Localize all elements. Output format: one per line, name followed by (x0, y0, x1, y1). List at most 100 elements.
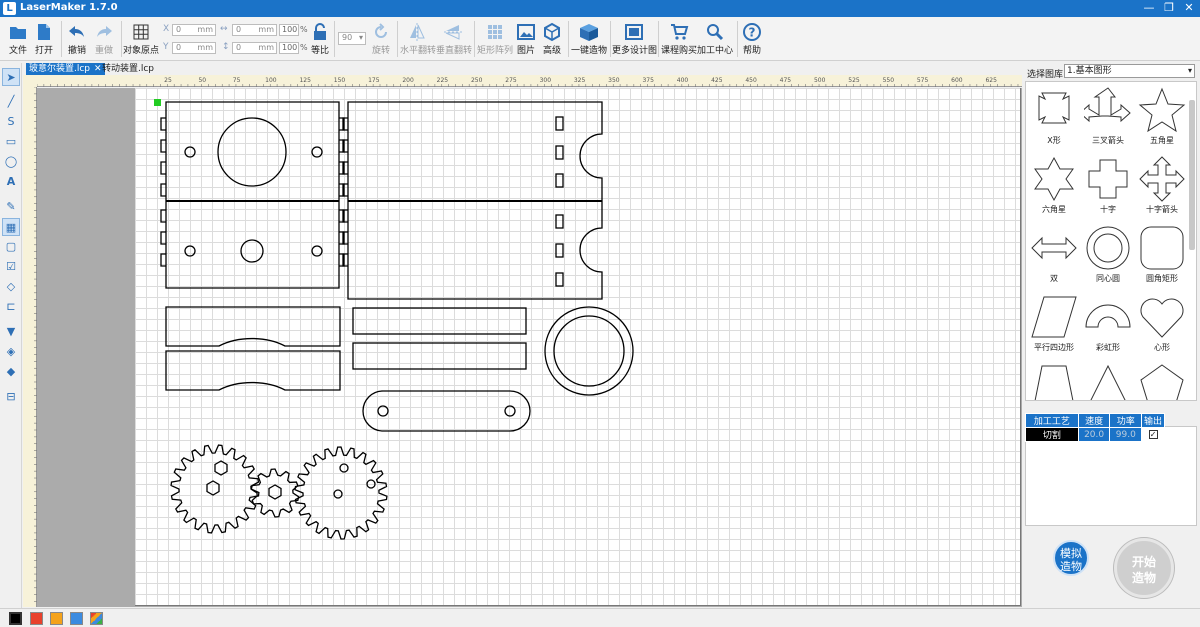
shape-trapezoid[interactable] (1029, 360, 1079, 400)
shape-concentric-circle[interactable]: 同心圆 (1083, 222, 1133, 288)
shape-cross[interactable]: 十字 (1083, 153, 1133, 219)
library-select[interactable]: 1.基本图形▾ (1064, 64, 1195, 78)
color-swatch-red[interactable] (30, 612, 43, 625)
comment-tool-icon[interactable]: ▼ (6, 325, 16, 338)
shape-cross-arrow[interactable]: 十字箭头 (1137, 153, 1187, 219)
text-tool-icon[interactable]: A (6, 175, 16, 188)
redo-button[interactable]: 重做 (91, 19, 117, 59)
shape-parallelogram[interactable]: 平行四边形 (1029, 291, 1079, 357)
ring-part[interactable] (544, 306, 634, 396)
speed-cell[interactable]: 20.0 (1077, 427, 1111, 442)
undo-button[interactable]: 撤销 (64, 19, 90, 59)
saddle-plate-bottom[interactable] (165, 350, 341, 391)
file-button[interactable]: 文件 (4, 19, 32, 59)
help-button[interactable]: ? 帮助 (740, 19, 764, 59)
pen-tool-icon[interactable]: ✎ (6, 200, 16, 213)
shield-tool-icon[interactable]: ◈ (6, 345, 16, 358)
link-part[interactable] (362, 390, 531, 432)
shape-rainbow[interactable]: 彩虹形 (1083, 291, 1133, 357)
line-tool-icon[interactable]: ╱ (7, 95, 15, 108)
shape-pentagon[interactable] (1137, 360, 1187, 400)
app-logo-icon: L (3, 2, 16, 15)
shape-rounded-rect[interactable]: 圆角矩形 (1137, 222, 1187, 288)
measure-tool-icon[interactable]: ⊏ (6, 300, 16, 313)
tab-close-icon[interactable]: ✕ (94, 64, 102, 74)
origin-marker (154, 99, 161, 106)
shape-x[interactable]: X形 (1029, 84, 1079, 150)
edit-tool-icon[interactable]: ☑ (6, 260, 16, 273)
gear-large-left[interactable] (170, 444, 260, 534)
work-area-grid[interactable] (135, 88, 1021, 606)
ruler-label: 50 (198, 77, 206, 84)
app-title: LaserMaker 1.7.0 (20, 2, 118, 13)
power-cell[interactable]: 99.0 (1109, 427, 1143, 442)
select-tool-icon[interactable]: ➤ (2, 68, 20, 86)
box-panel-side[interactable] (342, 101, 603, 300)
minimize-icon[interactable]: — (1143, 1, 1155, 14)
start-make-button[interactable]: 开始造物 (1114, 538, 1174, 598)
color-swatch-black[interactable] (9, 612, 22, 625)
flip-vertical-button[interactable]: 垂直翻转 (436, 19, 472, 59)
width-arrow-icon: ↔ (220, 24, 228, 34)
rotate-angle-select[interactable]: 90▾ (338, 32, 366, 45)
width-percent-input[interactable]: 100 (279, 24, 299, 36)
shape-six-star[interactable]: 六角星 (1029, 153, 1079, 219)
gear-large-right[interactable] (294, 446, 388, 540)
bar-plate-bottom[interactable] (352, 342, 527, 370)
shape-heart[interactable]: 心形 (1137, 291, 1187, 357)
height-percent-input[interactable]: 100 (279, 42, 299, 54)
color-swatch-blue[interactable] (70, 612, 83, 625)
tab-boyle-device[interactable]: 玻意尔装置.lcp✕ (26, 63, 105, 75)
course-buy-button[interactable]: 课程购买 (661, 19, 697, 59)
bar-plate-top[interactable] (352, 307, 527, 335)
process-table: 加工工艺 速度 功率 输出 切割 20.0 99.0 ✓ (1025, 413, 1165, 442)
process-mode-cell[interactable]: 切割 (1025, 427, 1079, 442)
shape-five-star[interactable]: 五角星 (1137, 84, 1187, 150)
close-icon[interactable]: ✕ (1184, 1, 1194, 14)
header-power: 功率 (1109, 413, 1143, 428)
rectangle-tool-icon[interactable]: ▭ (5, 135, 17, 148)
shape-triangle[interactable] (1083, 360, 1133, 400)
proportion-toggle[interactable]: 等比 (309, 19, 331, 59)
color-swatch-orange[interactable] (50, 612, 63, 625)
more-designs-button[interactable]: 更多设计图 (612, 19, 657, 59)
toolbox-icon[interactable]: ⊟ (6, 390, 16, 403)
output-checkbox[interactable]: ✓ (1148, 429, 1158, 439)
header-process: 加工工艺 (1025, 413, 1079, 428)
eraser-tool-icon[interactable]: ◇ (6, 280, 16, 293)
image-button[interactable]: 图片 (514, 19, 538, 59)
tag-tool-icon[interactable]: ◆ (6, 365, 16, 378)
tab-rotating-device[interactable]: 转动装置.lcp (102, 64, 155, 74)
color-swatch-multi[interactable] (90, 612, 103, 625)
vertical-ruler (23, 86, 37, 607)
object-origin-button[interactable]: 对象原点 (123, 19, 159, 59)
frame-tool-icon[interactable]: ▢ (5, 240, 17, 253)
advanced-button[interactable]: 高级 (540, 19, 564, 59)
output-checkbox-cell[interactable]: ✓ (1141, 427, 1165, 442)
rect-array-button[interactable]: 矩形阵列 (477, 19, 513, 59)
process-center-button[interactable]: 加工中心 (697, 19, 733, 59)
pentagon-icon (1140, 364, 1184, 400)
simulate-make-button[interactable]: 模拟造物 (1053, 540, 1089, 576)
ellipse-tool-icon[interactable]: ◯ (4, 155, 18, 168)
table-row[interactable]: 切割 20.0 99.0 ✓ (1025, 427, 1165, 442)
box-panel-front[interactable] (160, 101, 345, 289)
restore-icon[interactable]: ❐ (1164, 1, 1174, 14)
one-key-make-button[interactable]: 一键造物 (571, 19, 607, 59)
shape-library-scrollbar[interactable] (1189, 100, 1195, 250)
flip-horizontal-button[interactable]: 水平翻转 (400, 19, 436, 59)
shape-double-arrow[interactable]: 双 (1029, 222, 1079, 288)
saddle-plate-top[interactable] (165, 306, 341, 347)
open-button[interactable]: 打开 (32, 19, 56, 59)
shape-trident-arrow[interactable]: 三叉箭头 (1083, 84, 1133, 150)
drawing-layer[interactable] (135, 88, 1021, 606)
rotate-button[interactable]: 旋转 (369, 19, 393, 59)
curve-tool-icon[interactable]: S (7, 115, 15, 128)
five-star-icon (1138, 87, 1186, 133)
grid-tool-icon[interactable]: ▦ (2, 218, 20, 236)
gear-small-middle[interactable] (250, 468, 300, 518)
